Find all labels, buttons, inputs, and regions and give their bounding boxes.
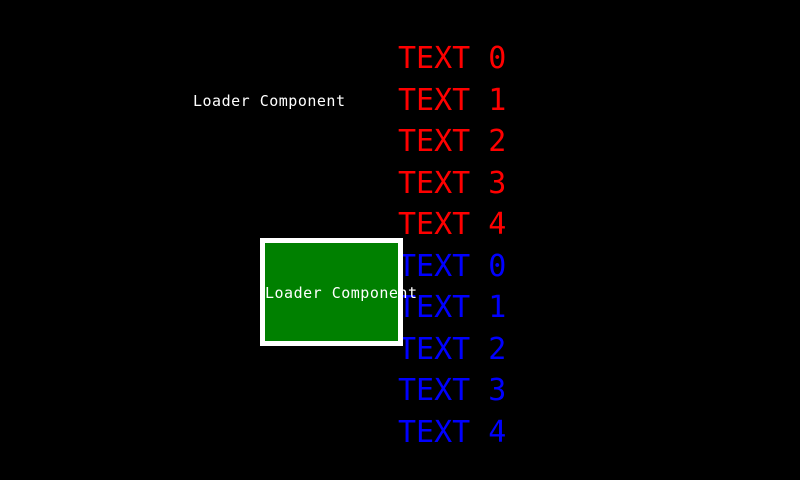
loader-component-box-label: Loader Component xyxy=(265,284,418,302)
text-list: TEXT 0 TEXT 1 TEXT 2 TEXT 3 TEXT 4 TEXT … xyxy=(398,38,658,453)
text-list-item: TEXT 4 xyxy=(398,414,507,450)
text-list-item: TEXT 2 xyxy=(398,331,507,367)
text-list-item: TEXT 3 xyxy=(398,373,507,408)
text-list-item: TEXT 3 xyxy=(398,165,507,201)
text-list-item: TEXT 4 xyxy=(398,207,507,242)
text-list-item: TEXT 1 xyxy=(398,290,507,325)
loader-component-box[interactable]: Loader Component xyxy=(260,238,417,346)
text-list-item: TEXT 1 xyxy=(398,82,507,118)
text-list-item: TEXT 0 xyxy=(398,41,507,76)
text-list-item: TEXT 2 xyxy=(398,124,507,159)
loader-component-top-label: Loader Component xyxy=(193,92,346,110)
text-list-item: TEXT 0 xyxy=(398,248,507,284)
